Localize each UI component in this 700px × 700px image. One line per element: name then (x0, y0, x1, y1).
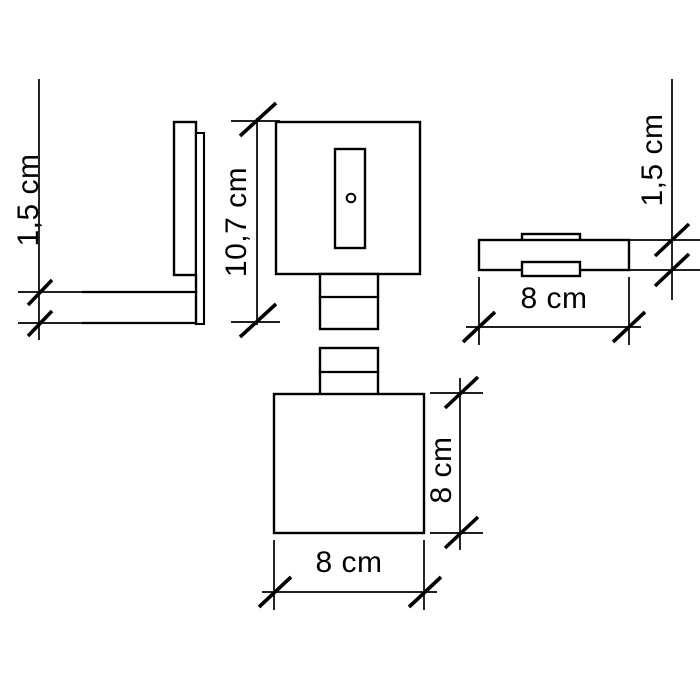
dimension-right-thickness: 1,5 cm (625, 79, 700, 300)
dim-top-width-tick-right (611, 310, 647, 344)
front-view-stem (318, 272, 380, 331)
dim-label-height: 10,7 cm (220, 167, 253, 277)
front-view (274, 120, 422, 331)
side-view-inner-plate (194, 131, 206, 326)
dim-top-width-tick-left (461, 310, 497, 344)
dim-bottom-height-tick-bottom (443, 515, 480, 550)
dim-right-tick-bottom (653, 252, 691, 288)
dim-label-bottom-height: 8 cm (425, 436, 458, 503)
bottom-view-base (272, 392, 426, 535)
top-view (477, 232, 631, 278)
side-profile-view (81, 120, 206, 326)
front-view-hole (345, 192, 357, 204)
dim-label-left-thickness: 1,5 cm (12, 153, 45, 246)
dim-right-tick-top (653, 222, 691, 258)
dimension-bottom-height: 8 cm (425, 375, 483, 550)
dimension-top-width: 8 cm (461, 277, 647, 345)
dim-label-top-width: 8 cm (520, 282, 587, 315)
dimension-height: 10,7 cm (220, 101, 280, 339)
dim-bottom-height-tick-top (443, 375, 480, 410)
dim-label-right-thickness: 1,5 cm (636, 113, 669, 206)
dim-height-tick-top (238, 101, 278, 138)
side-view-wall-plate (172, 120, 198, 277)
dim-bottom-width-tick-right (407, 575, 443, 609)
dimension-left-thickness: 1,5 cm (12, 79, 196, 340)
dim-height-tick-bottom (238, 302, 278, 339)
top-view-lower-tab (520, 260, 582, 278)
dimension-bottom-width: 8 cm (257, 540, 443, 610)
dim-label-bottom-width: 8 cm (315, 546, 382, 579)
dim-left-tick-top (26, 278, 54, 307)
dim-left-tick-bottom (26, 309, 54, 338)
bottom-front-view (272, 346, 426, 535)
dim-bottom-width-tick-left (257, 575, 293, 609)
